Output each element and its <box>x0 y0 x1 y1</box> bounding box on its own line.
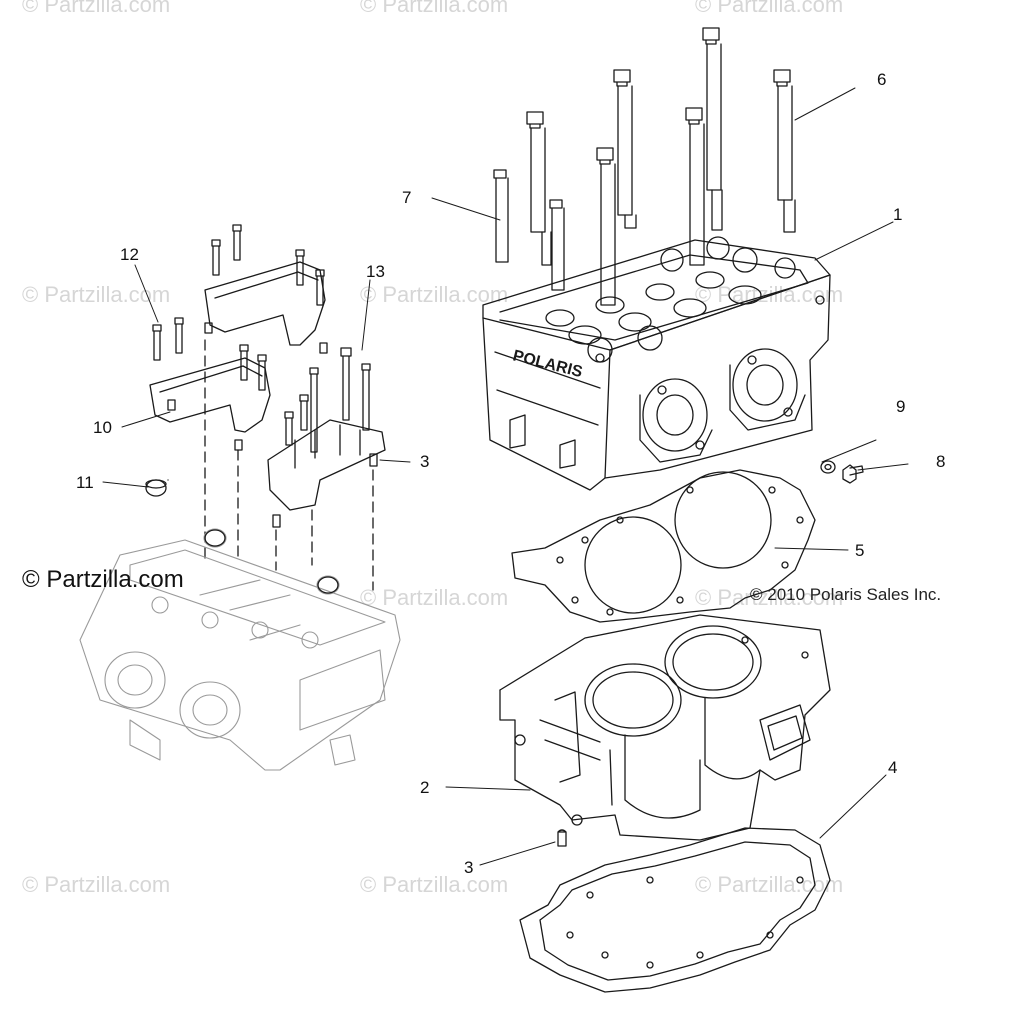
head-bolts <box>493 27 796 306</box>
reference-cylinder-head <box>79 528 401 771</box>
callout-8: 8 <box>936 452 946 471</box>
watermark: © Partzilla.com <box>22 0 171 17</box>
bolt-8-and-washer-9 <box>820 460 864 484</box>
callout-7: 7 <box>402 188 412 207</box>
watermark: © Partzilla.com <box>695 872 844 897</box>
locator-lines <box>167 339 374 591</box>
callout-4: 4 <box>888 758 898 777</box>
polaris-head-logo: POLARIS <box>511 347 584 381</box>
callout-13: 13 <box>366 262 385 281</box>
cam-cap-assembly <box>145 224 386 528</box>
partzilla-brand-label: © Partzilla.com <box>22 566 184 593</box>
watermark: © Partzilla.com <box>360 282 509 307</box>
watermark: © Partzilla.com <box>22 282 171 307</box>
callout-12: 12 <box>120 245 139 264</box>
base-gasket <box>519 827 831 993</box>
head-gasket <box>511 469 816 623</box>
dowel-pin <box>557 829 567 847</box>
callout-10: 10 <box>93 418 112 437</box>
watermark: © Partzilla.com <box>22 872 171 897</box>
callout-11: 11 <box>76 473 94 492</box>
copyright-notice: © 2010 Polaris Sales Inc. <box>750 585 942 604</box>
watermark: © Partzilla.com <box>695 0 844 17</box>
callout-2: 2 <box>420 778 430 797</box>
leader-lines <box>102 87 909 866</box>
cylinder-head <box>482 236 831 491</box>
watermark: © Partzilla.com <box>360 872 509 897</box>
callout-1: 1 <box>893 205 903 224</box>
callout-3: 3 <box>420 452 430 471</box>
watermark: © Partzilla.com <box>695 585 844 610</box>
watermark: © Partzilla.com <box>360 585 509 610</box>
watermark: © Partzilla.com <box>360 0 509 17</box>
callout-3-lower: 3 <box>464 858 474 877</box>
callout-6: 6 <box>877 70 887 89</box>
callout-9: 9 <box>896 397 906 416</box>
callout-5: 5 <box>855 541 865 560</box>
cylinder-block <box>499 614 831 841</box>
